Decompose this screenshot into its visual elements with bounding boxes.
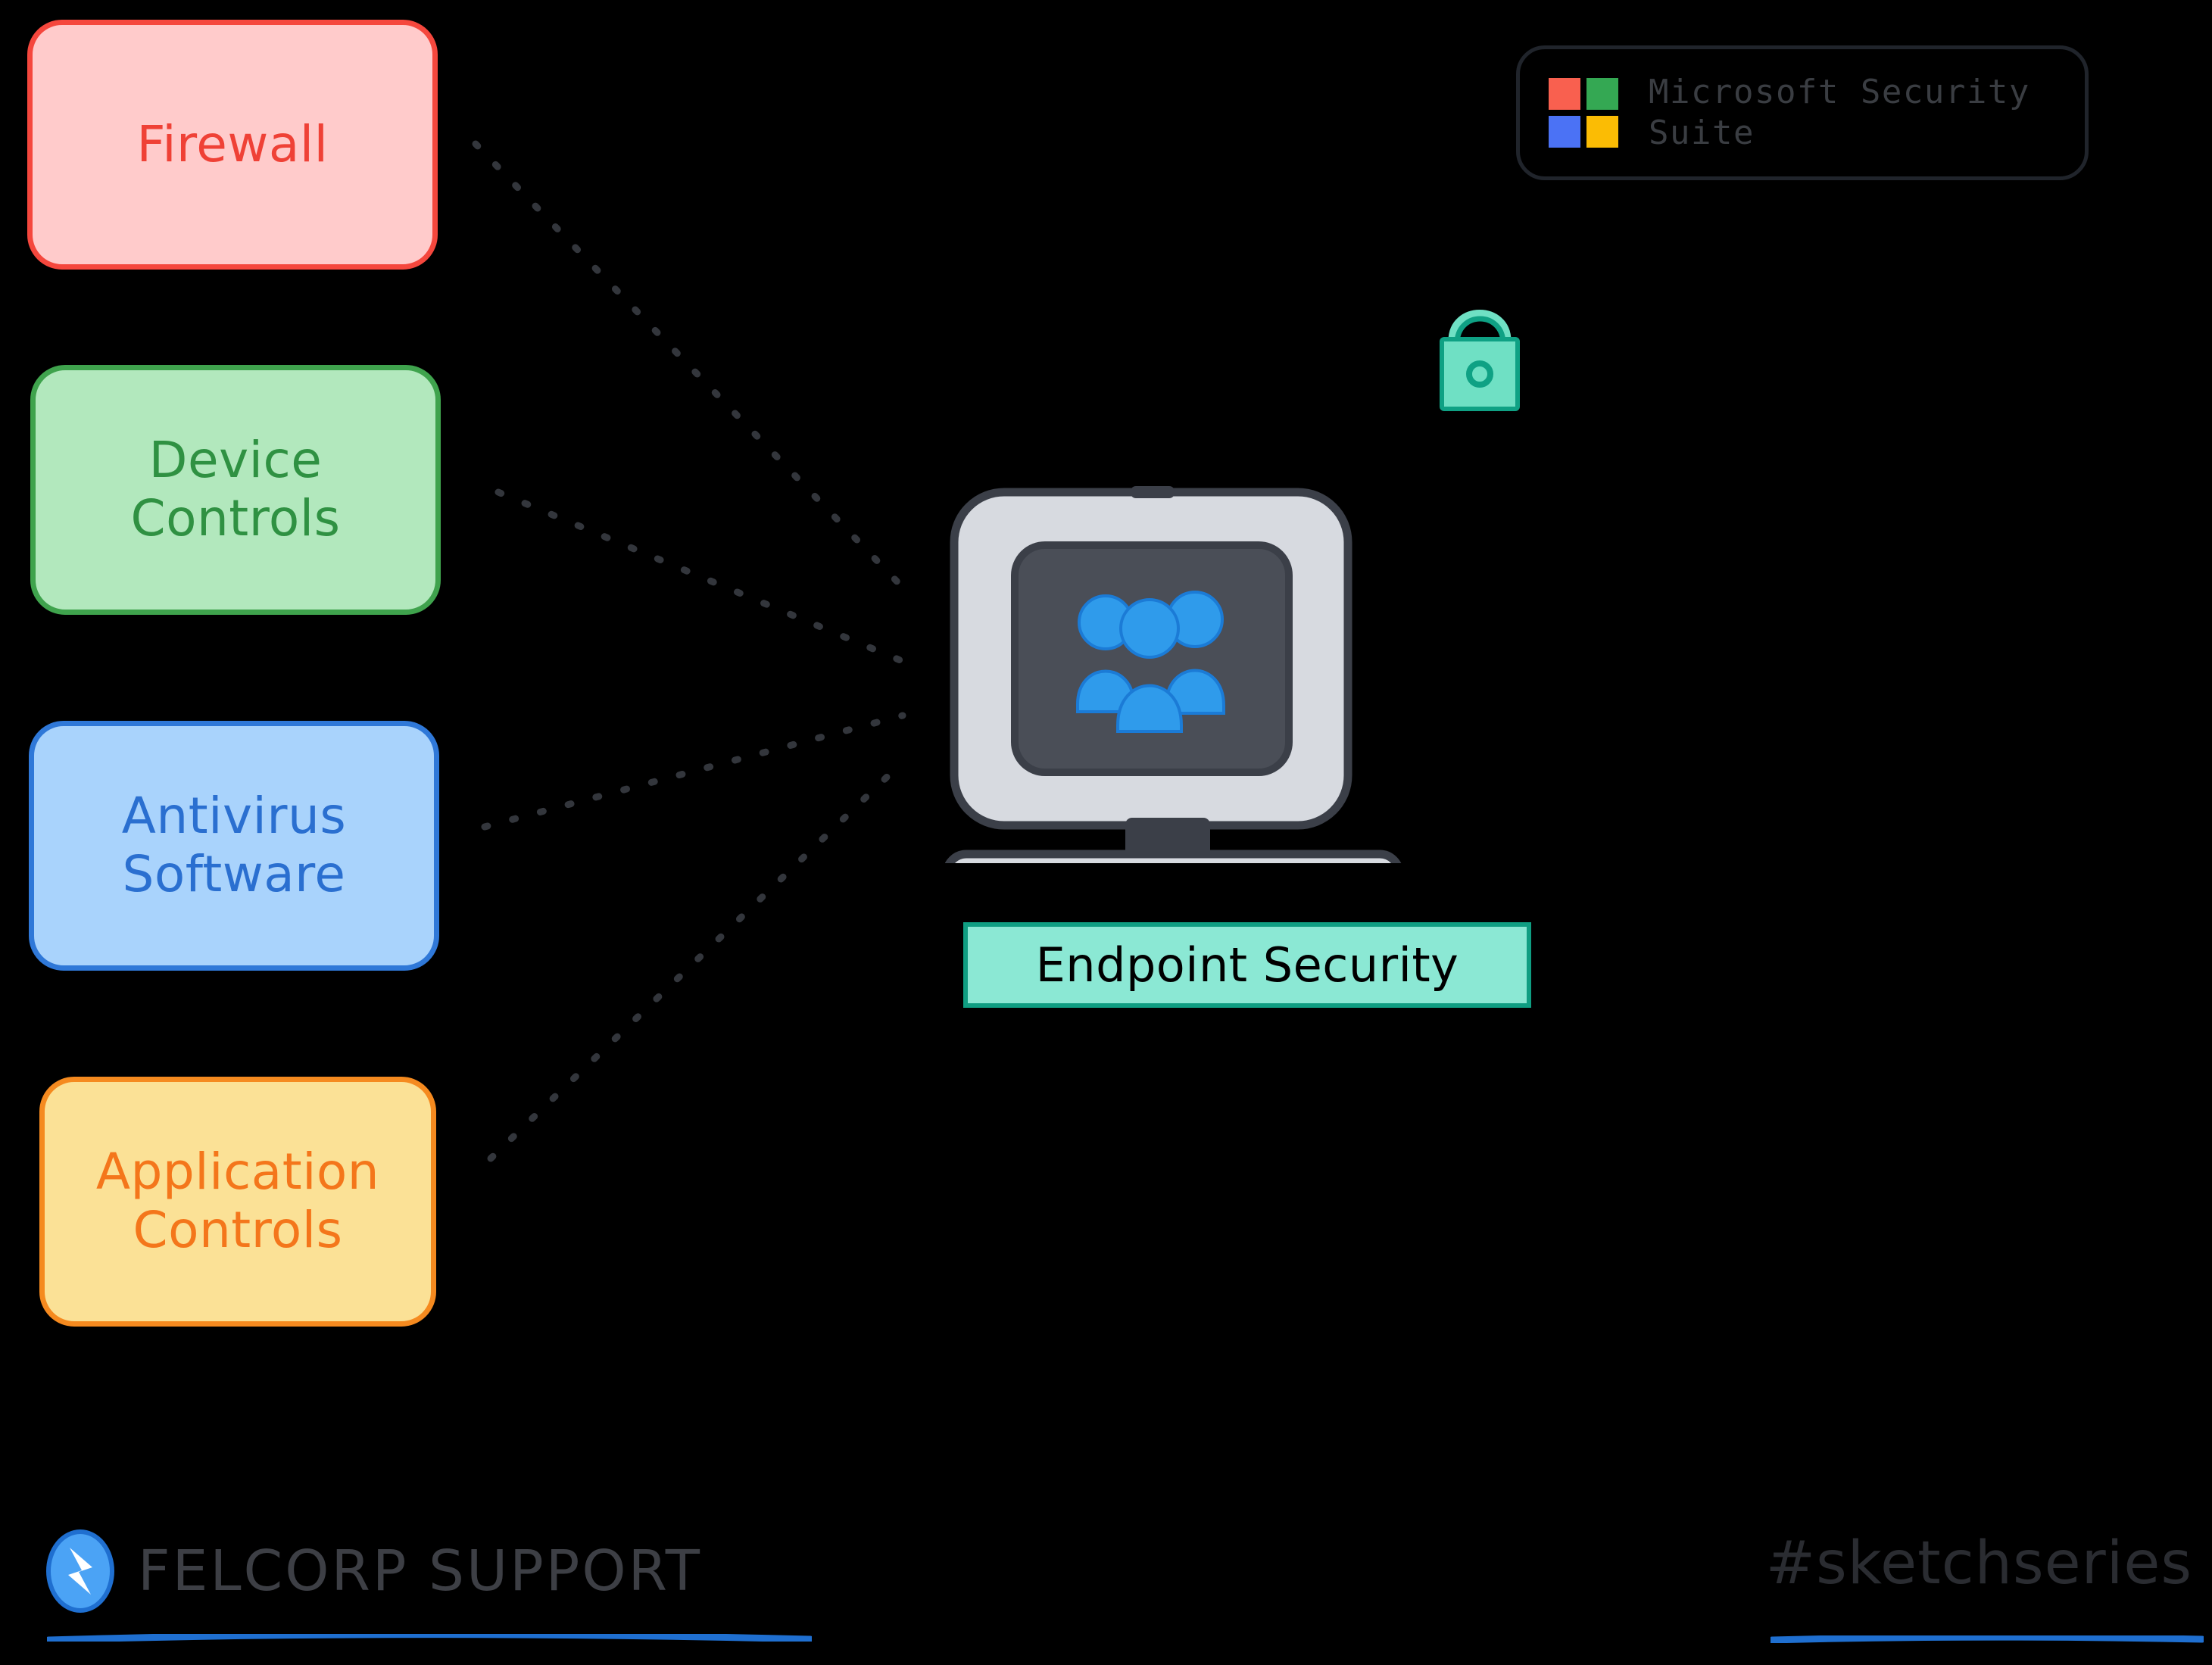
microsoft-logo-square-yellow xyxy=(1586,116,1618,148)
category-label-application-controls: Application Controls xyxy=(95,1143,380,1259)
category-box-device-controls[interactable]: Device Controls xyxy=(30,365,441,615)
microsoft-logo-square-red xyxy=(1549,78,1580,110)
computer-base xyxy=(945,850,1402,863)
connector-firewall-to-center xyxy=(472,140,909,594)
connector-device-to-center xyxy=(495,488,909,666)
footer-left-underline xyxy=(47,1634,812,1642)
connector-antivirus-to-center xyxy=(481,712,906,831)
connector-application-to-center xyxy=(487,761,903,1162)
endpoint-security-text: Endpoint Security xyxy=(1035,937,1459,993)
category-label-firewall: Firewall xyxy=(136,114,329,173)
microsoft-logo-square-green xyxy=(1586,78,1618,110)
category-box-application-controls[interactable]: Application Controls xyxy=(39,1077,436,1327)
footer-brand-text: FELCORP SUPPORT xyxy=(138,1539,702,1604)
legend-microsoft-security-suite[interactable]: Microsoft Security Suite xyxy=(1516,45,2089,180)
category-label-device-controls: Device Controls xyxy=(130,431,341,547)
desktop-computer-icon xyxy=(945,486,1402,863)
microsoft-logo-square-blue xyxy=(1549,116,1580,148)
category-box-firewall[interactable]: Firewall xyxy=(27,20,438,270)
category-box-antivirus-software[interactable]: Antivirus Software xyxy=(29,721,439,971)
footer-hashtag: #sketchseries xyxy=(1765,1529,2192,1598)
microsoft-logo-icon xyxy=(1549,78,1618,148)
monitor-screen xyxy=(1011,541,1293,776)
endpoint-security-label: Endpoint Security xyxy=(963,922,1531,1008)
felcorp-play-badge-icon xyxy=(46,1529,114,1613)
footer-brand: FELCORP SUPPORT xyxy=(45,1529,702,1613)
padlock-icon xyxy=(1440,310,1520,411)
footer-right-underline xyxy=(1771,1635,2204,1643)
monitor-neck xyxy=(1125,818,1210,857)
legend-label: Microsoft Security Suite xyxy=(1649,73,2030,152)
users-group-icon xyxy=(1076,591,1225,733)
category-label-antivirus-software: Antivirus Software xyxy=(121,787,347,903)
